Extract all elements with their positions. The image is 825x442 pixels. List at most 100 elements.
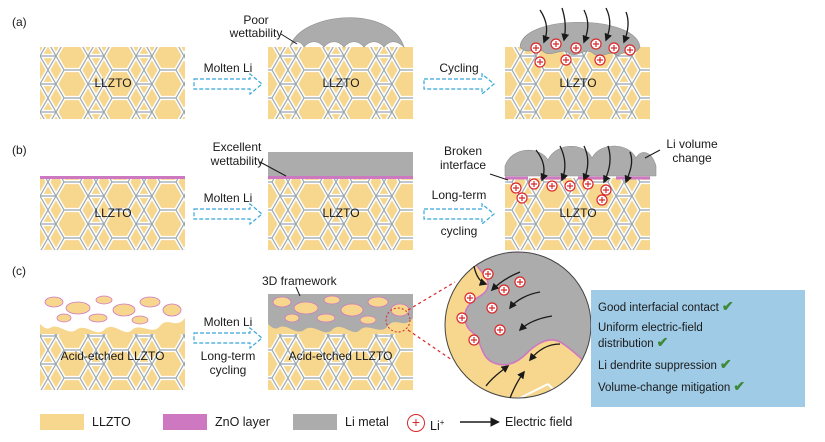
li-ion-plus bbox=[485, 271, 491, 277]
llzto-block-b1 bbox=[40, 176, 185, 250]
process-arrows bbox=[193, 72, 495, 350]
benefit-text: Good interfacial contact bbox=[598, 302, 719, 314]
li-ion-plus bbox=[597, 57, 603, 63]
arrow-a2 bbox=[423, 72, 495, 96]
arrow-c1 bbox=[193, 326, 263, 350]
li-ion-plus bbox=[599, 197, 605, 203]
llzto-block-b3 bbox=[504, 145, 657, 250]
callout-li-volume: Li volume bbox=[666, 137, 718, 151]
row-b bbox=[40, 145, 661, 250]
callout-excellent: Excellent bbox=[212, 140, 262, 154]
callout-leader-broken bbox=[489, 173, 509, 181]
li-ion-plus bbox=[593, 41, 599, 47]
li-ion-plus bbox=[519, 195, 525, 201]
panel-tag-a: (a) bbox=[12, 15, 27, 29]
li-ion-plus bbox=[533, 45, 539, 51]
block-label-a3: LLZTO bbox=[559, 76, 597, 90]
electric-field-arrow bbox=[535, 149, 548, 182]
li-ion-plus bbox=[573, 45, 579, 51]
li-ion-plus bbox=[537, 59, 543, 65]
callout-leader-poor bbox=[280, 33, 298, 45]
arrow-label-b2-line1: Long-term bbox=[431, 188, 487, 202]
block-label-a2: LLZTO bbox=[322, 76, 360, 90]
row-a bbox=[40, 17, 650, 119]
li-layer-b2 bbox=[268, 152, 413, 176]
etched-block-c1 bbox=[40, 294, 185, 390]
li-layer-b3-wavy bbox=[504, 145, 657, 177]
block-label-b3: LLZTO bbox=[559, 206, 597, 220]
check-icon: ✔ bbox=[656, 334, 669, 350]
callout-wettability-b: wettability bbox=[210, 154, 264, 168]
li-ion-plus bbox=[489, 305, 495, 311]
electric-field-arrow bbox=[539, 9, 550, 44]
arrow-label-b2-line2: cycling bbox=[440, 224, 478, 238]
arrow-b2 bbox=[423, 202, 495, 226]
field-arrows bbox=[473, 7, 633, 399]
legend-swatch-zno bbox=[163, 414, 207, 430]
zoom-origin-circle bbox=[385, 307, 411, 333]
electric-field-arrow bbox=[582, 9, 590, 44]
li-ion-plus bbox=[585, 181, 591, 187]
benefit-text: distribution bbox=[598, 338, 654, 350]
electric-field-arrow bbox=[603, 145, 611, 184]
callout-wettability-a: wettability bbox=[229, 26, 283, 40]
benefit-text: Li dendrite suppression bbox=[598, 360, 717, 372]
legend-li-ion-sup: + bbox=[439, 418, 445, 427]
li-ion-plus bbox=[513, 185, 519, 191]
callout-leader-excellent bbox=[259, 161, 287, 177]
legend-electric-field: Electric field bbox=[505, 415, 573, 429]
legend-llzto: LLZTO bbox=[92, 415, 131, 429]
electric-field-arrow bbox=[485, 365, 510, 387]
li-ion-plus bbox=[517, 279, 523, 285]
legend-li-ion: Li+ bbox=[430, 416, 444, 433]
legend-swatch-li-metal bbox=[293, 414, 337, 430]
li-ion-plus bbox=[549, 183, 555, 189]
zno-layer-b2 bbox=[268, 176, 413, 179]
electric-field-arrow bbox=[561, 7, 570, 42]
li-ion-plus bbox=[501, 287, 507, 293]
electric-field-arrow bbox=[622, 11, 630, 44]
zno-layer-b1 bbox=[40, 176, 185, 179]
electric-field-arrow bbox=[604, 7, 612, 42]
electric-field-arrow bbox=[582, 145, 590, 182]
arrow-label-b1: Molten Li bbox=[203, 191, 253, 205]
llzto-block-a1 bbox=[40, 47, 185, 119]
legend-li-metal: Li metal bbox=[345, 415, 389, 429]
benefit-item: Uniform electric-field bbox=[598, 322, 703, 335]
arrow-label-c1-line2: Long-term bbox=[200, 349, 256, 363]
electric-field-arrow bbox=[473, 265, 488, 286]
arrow-a1 bbox=[193, 72, 263, 96]
li-ion-plus bbox=[553, 41, 559, 47]
block-label-b2: LLZTO bbox=[322, 206, 360, 220]
etched-block-c2 bbox=[268, 294, 413, 390]
callout-3d-framework: 3D framework bbox=[262, 274, 337, 288]
benefit-item: Volume-change mitigation✔ bbox=[598, 378, 746, 395]
legend-li-ion-icon: + bbox=[407, 414, 425, 432]
llzto-block-b2 bbox=[268, 152, 413, 250]
li-ion-plus bbox=[459, 315, 465, 321]
panel-tag-b: (b) bbox=[12, 143, 27, 157]
callout-broken: Broken bbox=[443, 144, 483, 158]
electric-field-arrow bbox=[509, 370, 525, 399]
li-ion-plus bbox=[611, 45, 617, 51]
li-ion-plus bbox=[497, 327, 503, 333]
electric-field-arrow bbox=[559, 145, 568, 182]
li-ion-plus bbox=[567, 183, 573, 189]
callout-leader-volume bbox=[644, 149, 661, 159]
li-ion-plus bbox=[627, 47, 633, 53]
arrow-b1 bbox=[193, 202, 263, 226]
electric-field-arrow bbox=[490, 271, 521, 292]
block-label-a1: LLZTO bbox=[94, 76, 132, 90]
legend-li-ion-text: Li bbox=[430, 419, 440, 434]
check-icon: ✔ bbox=[733, 378, 746, 394]
legend-swatch-llzto bbox=[40, 414, 84, 430]
legend-zno: ZnO layer bbox=[215, 415, 270, 429]
li-ion-plus bbox=[467, 295, 473, 301]
benefit-text: Uniform electric-field bbox=[598, 322, 703, 334]
li-ion-plus bbox=[531, 181, 537, 187]
benefits-box: Good interfacial contact ✔ Uniform electr… bbox=[591, 290, 805, 407]
block-label-b1: LLZTO bbox=[94, 206, 132, 220]
llzto-block-a2 bbox=[268, 47, 413, 119]
check-icon: ✔ bbox=[719, 356, 732, 372]
